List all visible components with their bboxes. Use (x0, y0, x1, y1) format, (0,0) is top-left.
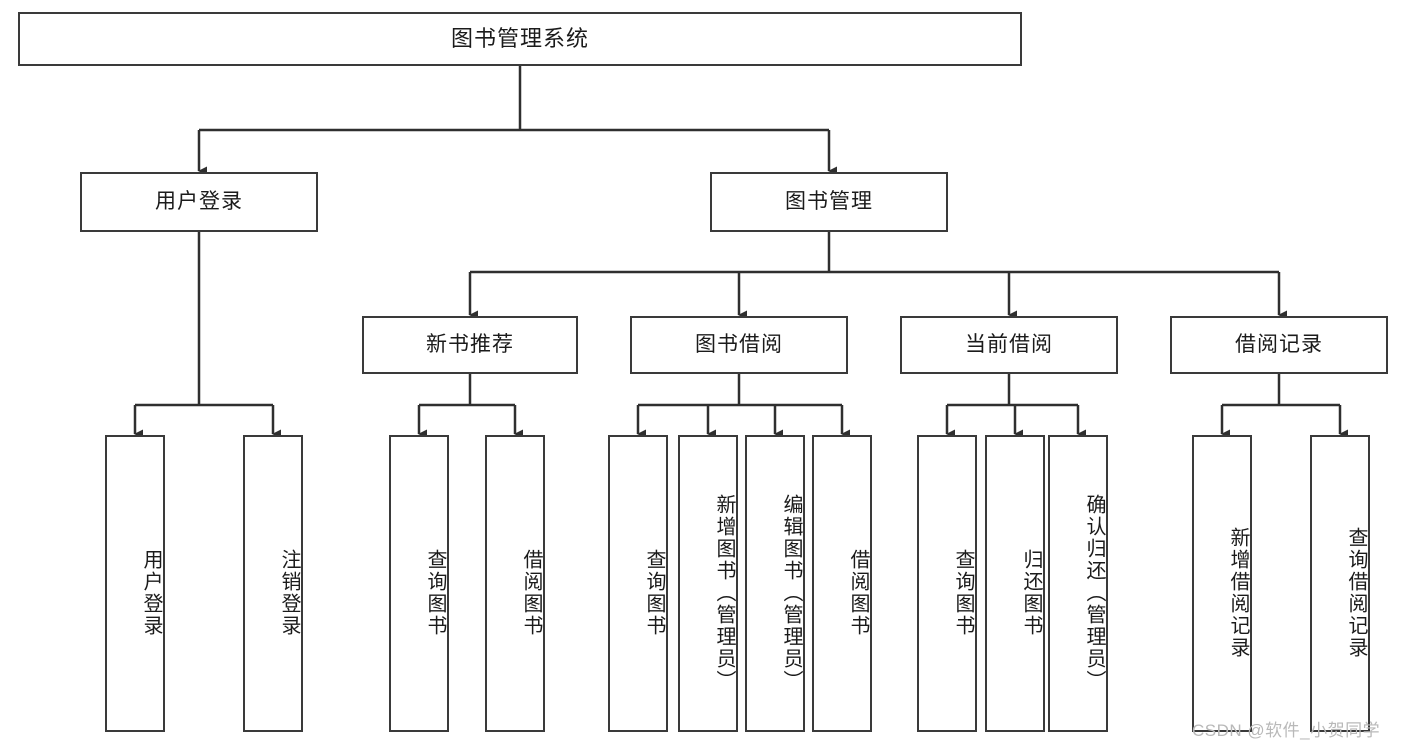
node-label: 查询图书 (643, 548, 665, 637)
edge-group (133, 66, 1348, 439)
node-label: 用户登录 (140, 548, 162, 637)
node-label: 归还图书 (1020, 548, 1042, 637)
node-l7[interactable]: 编辑图书（管理员） (745, 435, 805, 732)
node-l2[interactable]: 注销登录 (243, 435, 303, 732)
node-label: 图书管理 (785, 190, 873, 214)
node-l8[interactable]: 借阅图书 (812, 435, 872, 732)
node-label: 确认归还（管理员） (1083, 493, 1105, 692)
node-label: 查询图书 (424, 548, 446, 637)
node-l4[interactable]: 借阅图书 (485, 435, 545, 732)
node-label: 新增借阅记录 (1227, 526, 1249, 659)
node-l12[interactable]: 新增借阅记录 (1192, 435, 1252, 732)
node-l5[interactable]: 查询图书 (608, 435, 668, 732)
node-label: 注销登录 (278, 548, 300, 637)
node-l6[interactable]: 新增图书（管理员） (678, 435, 738, 732)
node-l1[interactable]: 用户登录 (105, 435, 165, 732)
node-label: 查询借阅记录 (1345, 526, 1367, 659)
node-l10[interactable]: 归还图书 (985, 435, 1045, 732)
node-label: 查询图书 (952, 548, 974, 637)
node-label: 图书管理系统 (450, 25, 589, 51)
node-newbook[interactable]: 新书推荐 (362, 316, 578, 374)
node-label: 新书推荐 (426, 333, 514, 357)
node-login[interactable]: 用户登录 (80, 172, 318, 232)
node-label: 借阅记录 (1235, 333, 1323, 357)
node-label: 借阅图书 (520, 548, 542, 637)
node-label: 新增图书（管理员） (713, 493, 735, 692)
node-label: 当前借阅 (965, 333, 1053, 357)
node-root[interactable]: 图书管理系统 (18, 12, 1022, 66)
watermark-label: CSDN @软件_小贺同学 (1192, 721, 1381, 740)
node-record[interactable]: 借阅记录 (1170, 316, 1388, 374)
node-l13[interactable]: 查询借阅记录 (1310, 435, 1370, 732)
node-label: 用户登录 (155, 190, 243, 214)
node-l11[interactable]: 确认归还（管理员） (1048, 435, 1108, 732)
node-current[interactable]: 当前借阅 (900, 316, 1118, 374)
node-label: 借阅图书 (847, 548, 869, 637)
node-bookmgr[interactable]: 图书管理 (710, 172, 948, 232)
node-label: 图书借阅 (695, 333, 783, 357)
node-label: 编辑图书（管理员） (780, 493, 802, 692)
node-l3[interactable]: 查询图书 (389, 435, 449, 732)
node-l9[interactable]: 查询图书 (917, 435, 977, 732)
node-borrow[interactable]: 图书借阅 (630, 316, 848, 374)
